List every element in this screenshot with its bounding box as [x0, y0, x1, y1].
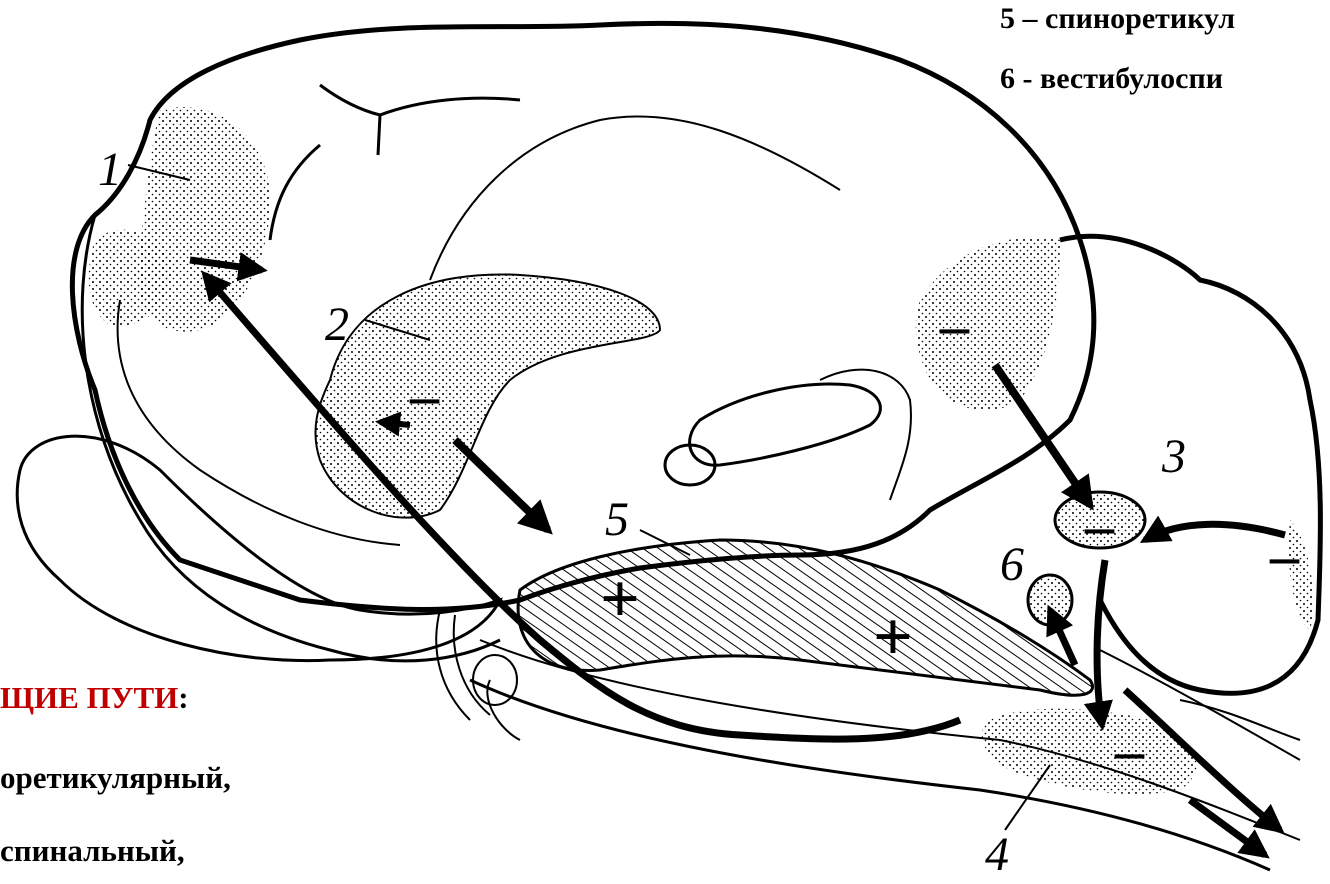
- region-number-5: 5: [605, 493, 629, 546]
- minus-sign: –: [1269, 523, 1300, 588]
- sulcus-line: [320, 85, 520, 155]
- pathways-heading-red: ЩИЕ ПУТИ: [0, 680, 178, 715]
- cerebellar-cortex-region: [916, 238, 1060, 411]
- region-number-1: 1: [98, 143, 122, 196]
- plus-sign: +: [873, 599, 913, 676]
- minus-sign: –: [939, 293, 970, 358]
- region-2-basal-ganglia: [315, 274, 660, 517]
- pathways-heading: ЩИЕ ПУТИ:: [0, 680, 189, 716]
- pathway-arrow-nucleus3-down: [1097, 560, 1105, 725]
- region-4-medulla: [982, 709, 1197, 794]
- pathway-arrow-cerebellum-down: [995, 365, 1090, 505]
- spinal-cord-line: [1180, 700, 1300, 740]
- region-number-4: 4: [985, 828, 1009, 881]
- pathway-item-reticular: оретикулярный,: [0, 760, 231, 796]
- pathway-arrow-cerebellum-in: [1145, 524, 1285, 540]
- region-number-6: 6: [1000, 538, 1024, 591]
- pathway-item-spinal: спинальный,: [0, 833, 185, 869]
- pathway-arrow-region2-down: [455, 440, 548, 530]
- region-number-2: 2: [325, 298, 349, 351]
- pathways-heading-colon: :: [178, 680, 188, 715]
- pons-oval: [473, 655, 517, 705]
- thalamus-outline: [690, 384, 881, 465]
- region-number-3: 3: [1161, 430, 1186, 483]
- pons-lines: [436, 610, 520, 740]
- minus-sign: –: [1084, 493, 1115, 558]
- minus-sign: –: [1114, 718, 1145, 783]
- plus-sign: +: [600, 561, 640, 638]
- legend-item-6: 6 - вестибулоспи: [1000, 62, 1223, 96]
- legend-item-5: 5 – спиноретикул: [1000, 2, 1235, 36]
- pathway-arrow-to-region2: [380, 422, 410, 425]
- minus-sign: –: [409, 363, 440, 428]
- sulcus-line: [430, 116, 840, 280]
- sulcus-line: [270, 145, 320, 240]
